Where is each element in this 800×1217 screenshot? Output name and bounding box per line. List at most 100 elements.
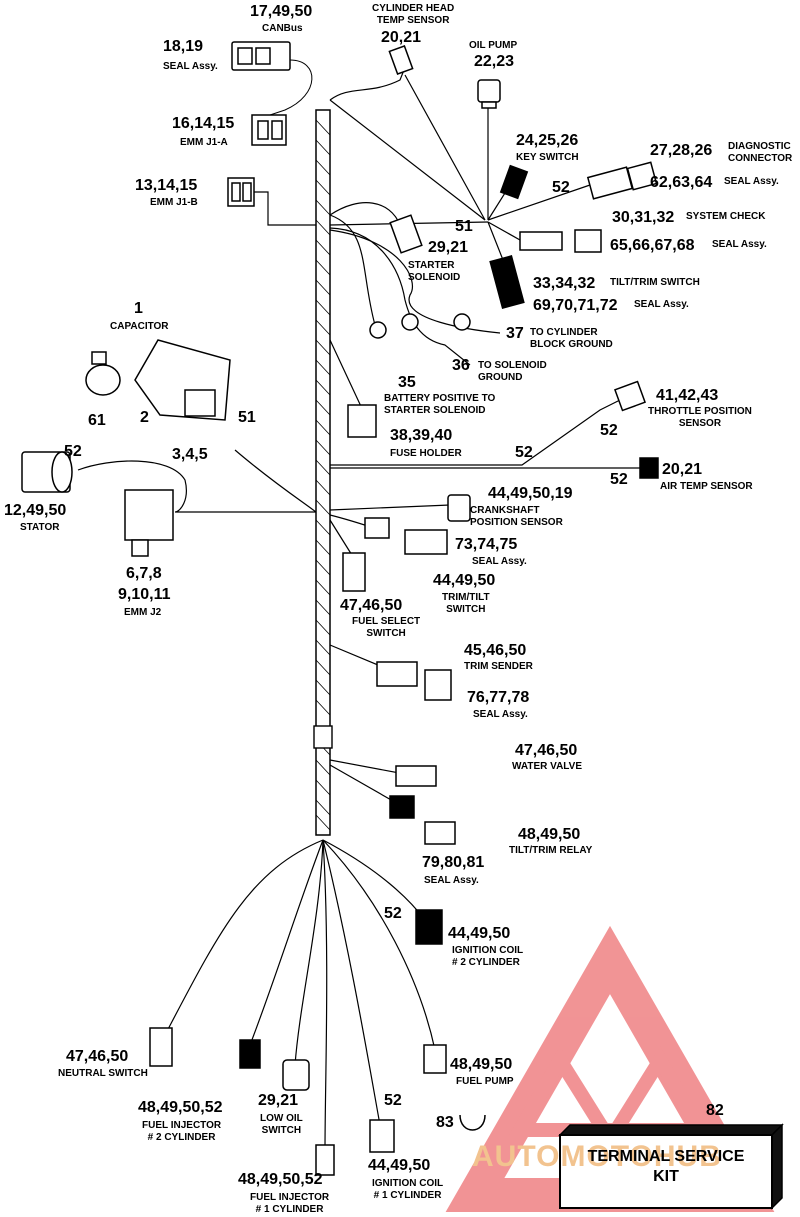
wire-relay — [329, 764, 401, 806]
air-temp-connector — [639, 457, 659, 479]
neutral-label: NEUTRAL SWITCH — [58, 1068, 148, 1079]
relay-number: 48,49,50 — [518, 826, 581, 843]
ign2-label: IGNITION COIL # 2 CYLINDER — [452, 945, 524, 968]
trim-tilt-label: TRIM/TILT SWITCH — [442, 592, 490, 615]
emm-j1b-label: EMM J1-B — [150, 197, 198, 208]
stator-label: STATOR — [20, 522, 60, 533]
hose-clamp — [85, 351, 121, 396]
crankshaft-number: 44,49,50,19 — [488, 485, 573, 502]
ignition-coil-1-connector — [369, 1119, 395, 1153]
emm-j1a-number: 16,14,15 — [172, 115, 235, 132]
wire-diag — [487, 184, 591, 221]
clamp-number: 61 — [88, 412, 106, 429]
tps-52: 52 — [600, 422, 618, 439]
junction-51: 51 — [455, 218, 473, 235]
clip-83 — [459, 1114, 486, 1131]
oil-pump-label: OIL PUMP — [469, 40, 518, 51]
wire-stator — [77, 460, 316, 513]
wire-inj1 — [322, 839, 328, 1151]
watermark-text: AUTOMOTOHUB — [472, 1140, 722, 1173]
tps-label: THROTTLE POSITION SENSOR — [648, 406, 752, 429]
starter-number: 29,21 — [428, 239, 469, 256]
neutral-number: 47,46,50 — [66, 1048, 129, 1065]
sys-seal-label: SEAL Assy. — [712, 239, 767, 250]
fuel-pump-label: FUEL PUMP — [456, 1076, 514, 1087]
oil-pump-connector — [477, 79, 501, 109]
wire-fuse — [329, 339, 366, 416]
neutral-switch-connector — [149, 1027, 173, 1067]
kit-number: 82 — [706, 1102, 724, 1119]
wire-tps — [330, 394, 631, 466]
ignition-coil-2-connector — [415, 909, 443, 945]
block-ground-number: 37 — [506, 325, 524, 342]
wire-crank — [329, 504, 451, 511]
stator-connector — [21, 451, 73, 493]
tilt-seal-number: 69,70,71,72 — [533, 297, 618, 314]
diagnostic-connector — [586, 161, 658, 200]
tilt-seal-label: SEAL Assy. — [634, 299, 689, 310]
key-switch-label: KEY SWITCH — [516, 152, 579, 163]
kit-label: TERMINAL SERVICE KIT — [587, 1148, 745, 1185]
fuse-label: FUSE HOLDER — [390, 448, 462, 459]
tilt-trim-switch-connector — [489, 255, 525, 309]
seal-79-number: 79,80,81 — [422, 854, 485, 871]
ign2-number: 44,49,50 — [448, 925, 511, 942]
seal-79-label: SEAL Assy. — [424, 875, 479, 886]
emm-j2-number-b: 9,10,11 — [118, 586, 171, 603]
water-valve-connector — [395, 765, 437, 787]
low-oil-switch — [282, 1059, 310, 1091]
wire-inj2 — [249, 839, 324, 1046]
sys-seal-number: 65,66,67,68 — [610, 237, 695, 254]
seal-18-number: 18,19 — [163, 38, 204, 55]
trim-sender-number: 45,46,50 — [464, 642, 527, 659]
battery-label: BATTERY POSITIVE TO STARTER SOLENOID — [384, 393, 496, 416]
crankshaft-sensor — [447, 494, 471, 522]
key-switch-connector — [499, 164, 529, 200]
stator-52: 52 — [64, 443, 82, 460]
canbus-label: CANBus — [262, 23, 303, 34]
ign2-52: 52 — [384, 905, 402, 922]
fuse-holder — [347, 404, 377, 438]
wire-ign1 — [322, 839, 381, 1126]
block-ground-label: TO CYLINDER BLOCK GROUND — [530, 327, 613, 350]
cht-number: 20,21 — [381, 29, 422, 46]
diag-seal-label: SEAL Assy. — [724, 176, 779, 187]
clip-number: 83 — [436, 1114, 454, 1131]
wire-syscheck — [487, 221, 521, 241]
diagnostic-label: DIAGNOSTIC CONNECTOR — [728, 141, 793, 164]
harness-52: 52 — [515, 444, 533, 461]
capacitor-parts-345: 3,4,5 — [172, 446, 208, 463]
ign1-label: IGNITION COIL # 1 CYLINDER — [372, 1178, 444, 1201]
trim-sender-connector — [376, 661, 452, 701]
diag-seal-number: 62,63,64 — [650, 174, 713, 191]
tilt-switch-number: 33,34,32 — [533, 275, 596, 292]
starter-label: STARTER SOLENOID — [408, 260, 461, 283]
fuel-pump-connector — [423, 1044, 447, 1074]
injector-2-label: FUEL INJECTOR # 2 CYLINDER — [142, 1120, 222, 1143]
ign1-number: 44,49,50 — [368, 1157, 431, 1174]
wire-neutral — [164, 839, 324, 1036]
wire-cht — [329, 59, 409, 101]
fuel-pump-number: 48,49,50 — [450, 1056, 513, 1073]
trim-tilt-number: 44,49,50 — [433, 572, 496, 589]
low-oil-number: 29,21 — [258, 1092, 299, 1109]
tps-connector — [614, 380, 646, 412]
wire-cht-sensor — [404, 74, 486, 221]
seal-73-number: 73,74,75 — [455, 536, 518, 553]
starter-solenoid-connector — [389, 214, 423, 254]
solenoid-ground-label: TO SOLENOID GROUND — [478, 360, 547, 383]
wire-capacitor — [234, 449, 317, 513]
wire-batt — [329, 227, 471, 366]
air-temp-label: AIR TEMP SENSOR — [660, 481, 753, 492]
capacitor-number: 1 — [134, 300, 143, 317]
wire-lowoil — [294, 839, 324, 1066]
canbus-connector — [231, 41, 291, 71]
canbus-number: 17,49,50 — [250, 3, 313, 20]
injector-1-number: 48,49,50,52 — [238, 1171, 323, 1188]
terminal-service-kit-box — [558, 1123, 784, 1210]
injector-2-connector — [239, 1039, 261, 1069]
oil-pump-number: 22,23 — [474, 53, 515, 70]
stator-number: 12,49,50 — [4, 502, 67, 519]
emm-j1b-number: 13,14,15 — [135, 177, 198, 194]
